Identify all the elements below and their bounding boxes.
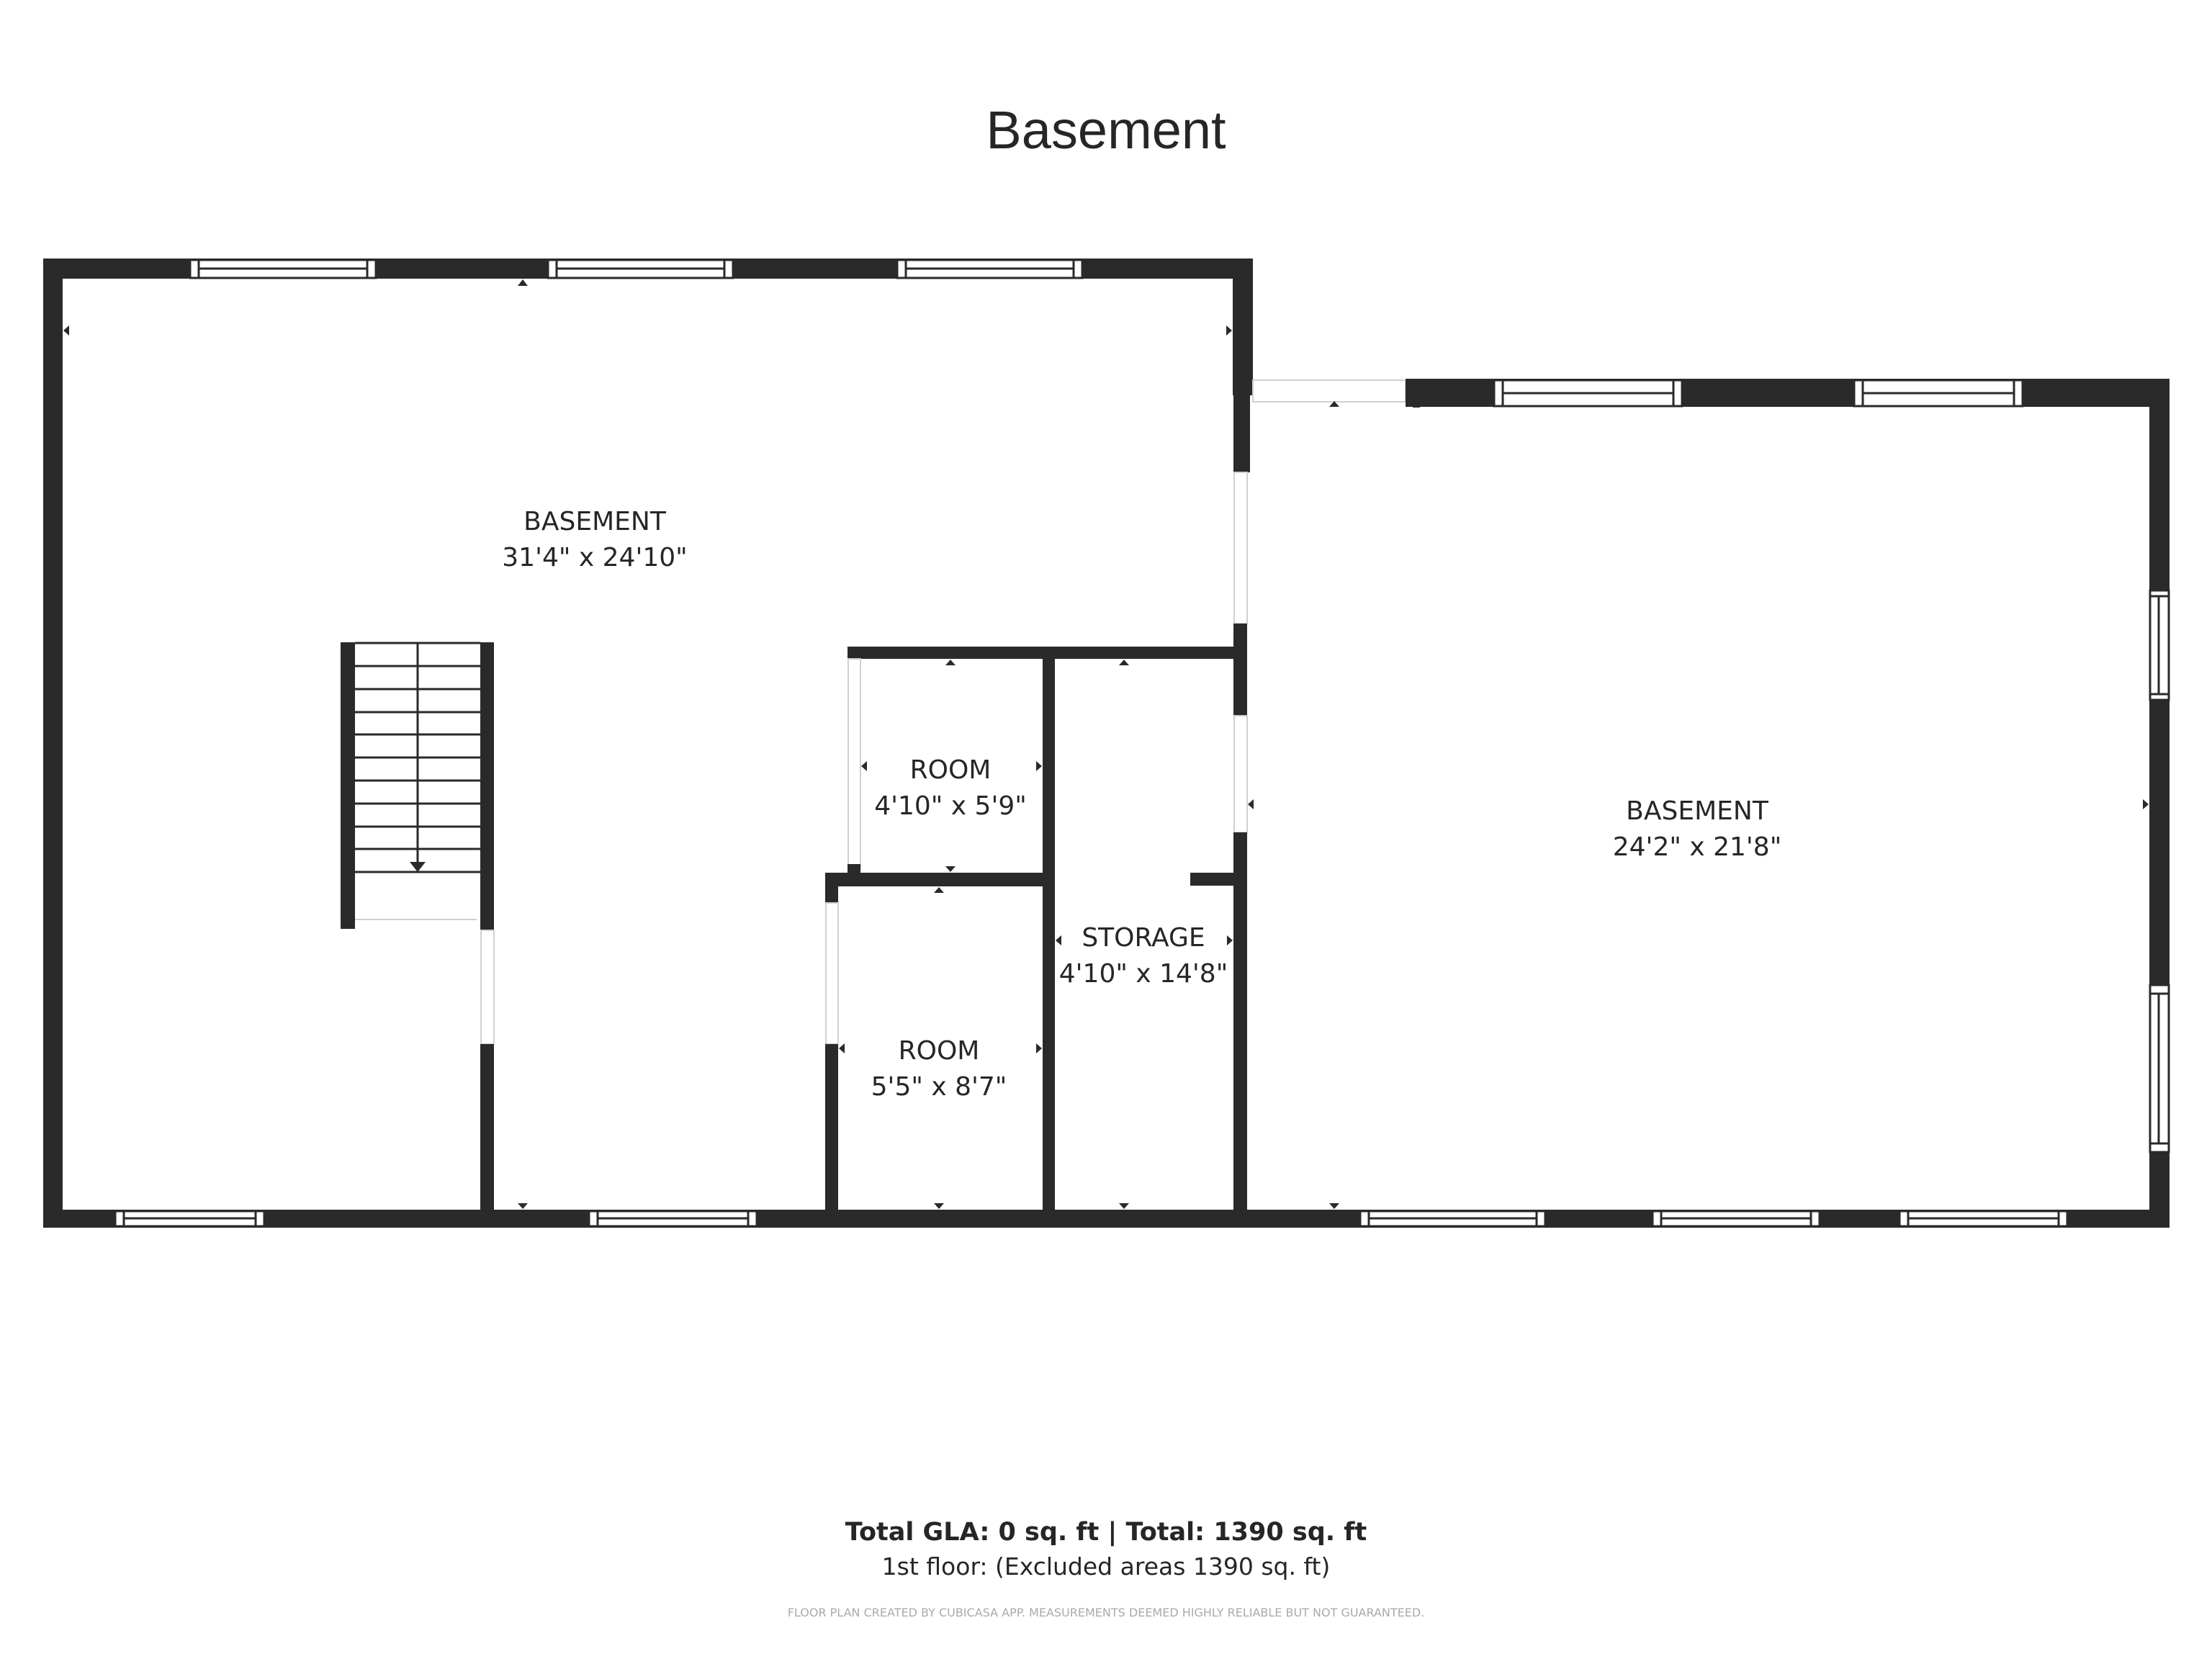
room-label-room-lower: ROOM 5'5" x 8'7": [871, 1033, 1007, 1105]
room-name: ROOM: [898, 1036, 980, 1066]
disclaimer: FLOOR PLAN CREATED BY CUBICASA APP. MEAS…: [787, 1606, 1425, 1619]
marker-right-icon: [1227, 935, 1233, 945]
room-dimensions: 5'5" x 8'7": [871, 1072, 1007, 1102]
window: [1651, 1210, 1821, 1228]
window: [2149, 589, 2170, 701]
stair-direction-arrow-icon: [410, 862, 426, 872]
marker-right-icon: [1036, 761, 1042, 771]
marker-up-icon: [945, 660, 956, 665]
interior-walls: [825, 647, 1247, 1211]
window: [189, 258, 377, 279]
area-detail: 1st floor: (Excluded areas 1390 sq. ft): [881, 1552, 1331, 1581]
windows: [114, 258, 2170, 1228]
marker-down-icon: [1329, 1203, 1339, 1209]
marker-right-icon: [1226, 325, 1232, 336]
marker-left-icon: [861, 761, 867, 771]
room-name: STORAGE: [1082, 923, 1205, 953]
window: [547, 258, 734, 279]
window: [1853, 379, 2024, 408]
room-name: ROOM: [909, 755, 992, 785]
room-dimensions: 24'2" x 21'8": [1612, 832, 1782, 862]
marker-right-icon: [2143, 799, 2149, 809]
marker-down-icon: [945, 866, 956, 872]
marker-up-icon: [518, 279, 528, 286]
marker-left-icon: [63, 325, 69, 336]
room-dimensions: 4'10" x 5'9": [874, 791, 1027, 821]
window: [1493, 379, 1683, 408]
marker-up-icon: [934, 887, 944, 893]
staircase: [341, 642, 495, 1211]
room-label-room-upper: ROOM 4'10" x 5'9": [874, 752, 1027, 824]
marker-left-icon: [1056, 935, 1061, 945]
marker-down-icon: [518, 1203, 528, 1209]
window: [896, 258, 1084, 279]
dimension-markers: [63, 279, 2149, 1209]
room-dimensions: 4'10" x 14'8": [1058, 959, 1228, 989]
window: [2149, 984, 2170, 1154]
marker-up-icon: [1119, 660, 1129, 665]
room-name: BASEMENT: [523, 507, 666, 536]
window: [1898, 1210, 2069, 1228]
marker-right-icon: [1036, 1043, 1042, 1053]
marker-down-icon: [934, 1203, 944, 1209]
room-dimensions: 31'4" x 24'10": [502, 543, 688, 572]
area-summary: Total GLA: 0 sq. ft | Total: 1390 sq. ft: [845, 1518, 1367, 1547]
window: [114, 1210, 266, 1228]
marker-up-icon: [1329, 401, 1339, 407]
floor-title: Basement: [986, 100, 1226, 160]
room-name: BASEMENT: [1626, 796, 1768, 826]
window: [1359, 1210, 1547, 1228]
room-label-basement-right: BASEMENT 24'2" x 21'8": [1613, 793, 1782, 866]
marker-left-icon: [839, 1043, 845, 1053]
marker-down-icon: [1119, 1203, 1129, 1209]
marker-left-icon: [1248, 799, 1254, 809]
middle-wall: [1233, 472, 1248, 1211]
room-label-basement-left: BASEMENT 31'4" x 24'10": [502, 504, 687, 576]
window: [588, 1210, 758, 1228]
room-label-storage: STORAGE 4'10" x 14'8": [1059, 920, 1228, 992]
